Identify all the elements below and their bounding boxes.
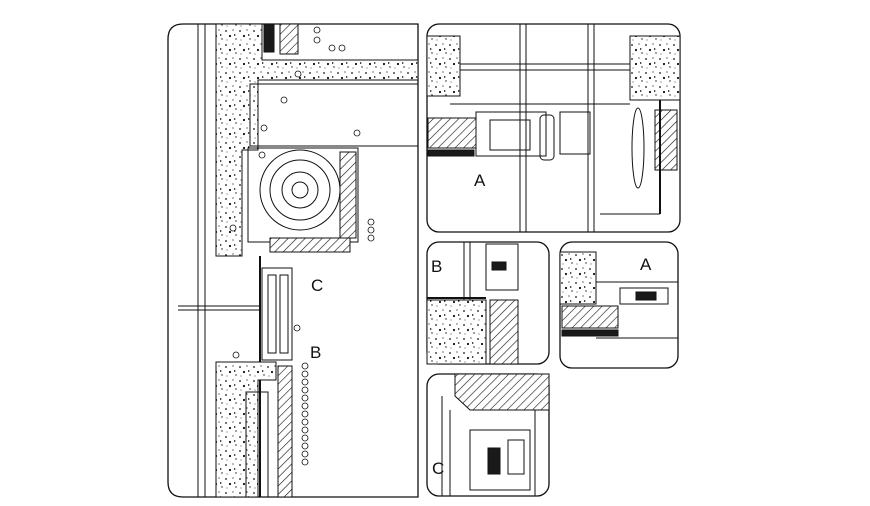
callout-bubbles-main <box>229 26 375 466</box>
label-detail-a-small: A <box>640 255 652 274</box>
detail-a-small-panel: A <box>559 241 679 369</box>
detail-a-panel: A <box>426 23 681 233</box>
detail-b-panel: B <box>426 241 550 365</box>
detail-c-panel: C <box>426 373 550 497</box>
main-section-panel: C B <box>167 23 419 498</box>
label-main-c: C <box>311 276 323 295</box>
label-detail-c: C <box>432 459 444 478</box>
label-detail-b: B <box>431 257 442 276</box>
label-main-b: B <box>310 343 321 362</box>
label-detail-a-top: A <box>474 171 486 190</box>
